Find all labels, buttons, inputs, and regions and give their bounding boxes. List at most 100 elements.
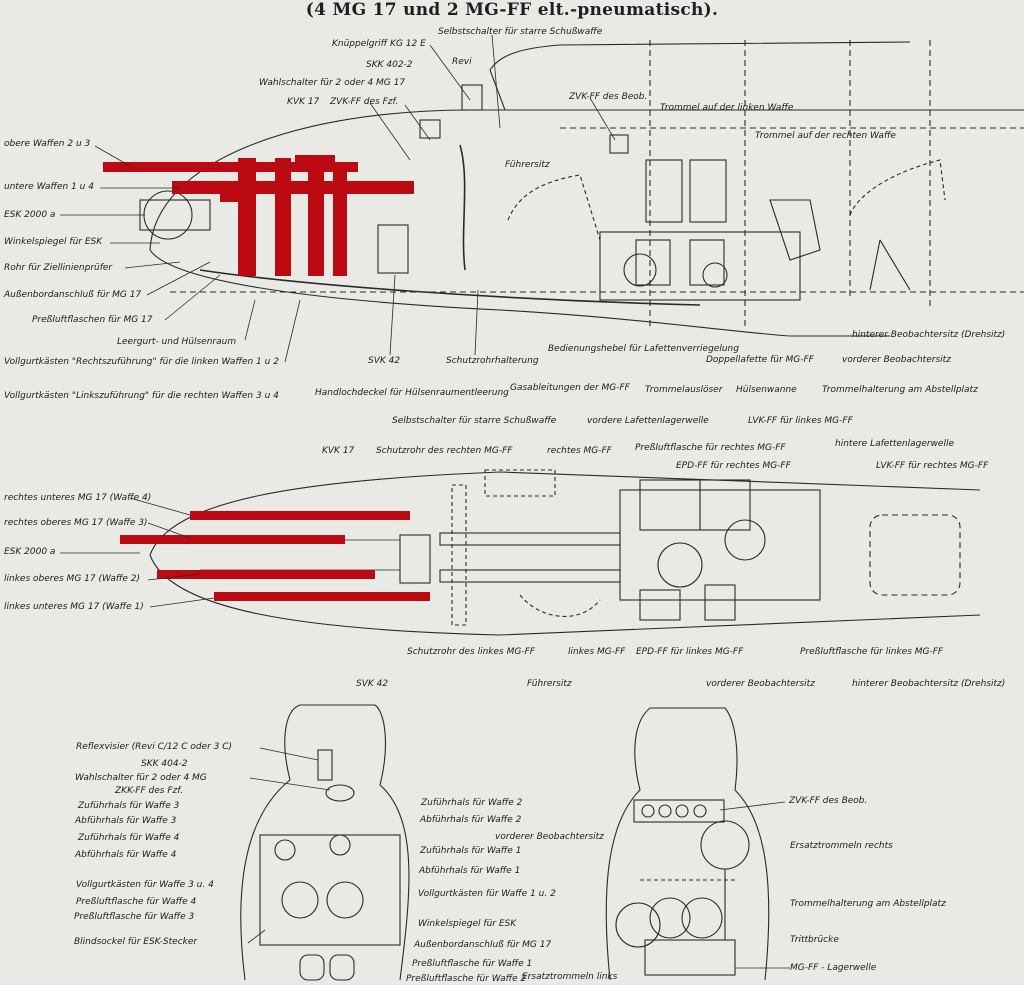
label-side-handlochdeckel: Handlochdeckel für Hülsenraumentleerung bbox=[315, 388, 509, 398]
label-side-untere-waffen: untere Waffen 1 u 4 bbox=[4, 182, 94, 192]
label-plan-vorderer-beob: vorderer Beobachtersitz bbox=[706, 679, 815, 689]
label-plan-waffe2: linkes oberes MG 17 (Waffe 2) bbox=[4, 574, 141, 584]
label-front-wahlschalter: Wahlschalter für 2 oder 4 MG bbox=[75, 773, 207, 783]
label-plan-selbstschalter: Selbstschalter für starre Schußwaffe bbox=[392, 416, 557, 426]
label-front-skk: SKK 404-2 bbox=[141, 759, 188, 769]
label-front-abfuehr3: Abführhals für Waffe 3 bbox=[75, 816, 177, 826]
label-side-rohr: Rohr für Ziellinienprüfer bbox=[4, 263, 113, 273]
label-side-trommel-rechts: Trommel auf der rechten Waffe bbox=[755, 131, 896, 141]
label-plan-kvk: KVK 17 bbox=[322, 446, 355, 456]
label-plan-esk: ESK 2000 a bbox=[4, 547, 56, 557]
label-side-fuehrersitz: Führersitz bbox=[505, 160, 550, 170]
label-rear-trommelhalterung: Trommelhalterung am Abstellplatz bbox=[790, 899, 946, 909]
label-side-kvk: KVK 17 bbox=[287, 97, 320, 107]
label-front-zufuehr2: Zuführhals für Waffe 2 bbox=[421, 798, 523, 808]
label-side-huelsenwanne: Hülsenwanne bbox=[736, 385, 797, 395]
side-fuselage-outline bbox=[149, 109, 1024, 251]
highlight-side-view bbox=[103, 155, 414, 276]
label-front-abfuehr4: Abführhals für Waffe 4 bbox=[75, 850, 177, 860]
label-plan-rechtes-mgff: rechtes MG-FF bbox=[547, 446, 612, 456]
label-plan-pressluft-rechts: Preßluftflasche für rechtes MG-FF bbox=[635, 443, 786, 453]
label-front-pressluft2: Preßluftflasche für Waffe 2 bbox=[406, 974, 527, 984]
label-side-svk: SVK 42 bbox=[368, 356, 401, 366]
label-side-hinterer-beob: hinterer Beobachtersitz (Drehsitz) bbox=[852, 330, 1006, 340]
label-plan-pressluft-links: Preßluftflasche für linkes MG-FF bbox=[800, 647, 944, 657]
label-side-skk: SKK 402-2 bbox=[366, 60, 413, 70]
side-fuselage-lower bbox=[149, 249, 890, 337]
side-upper-guns-2-3 bbox=[103, 162, 358, 172]
label-front-zufuehr3: Zuführhals für Waffe 3 bbox=[78, 801, 180, 811]
label-plan-hinterer-beob: hinterer Beobachtersitz (Drehsitz) bbox=[852, 679, 1006, 689]
label-plan-linkes-mgff: linkes MG-FF bbox=[568, 647, 626, 657]
label-plan-waffe3: rechtes oberes MG 17 (Waffe 3) bbox=[4, 518, 148, 528]
label-front-vollgurt34: Vollgurtkästen für Waffe 3 u. 4 bbox=[76, 880, 214, 890]
label-side-trommelausloeser: Trommelauslöser bbox=[645, 385, 723, 395]
front-section-outline bbox=[240, 704, 410, 981]
label-front-aussenbord: Außenbordanschluß für MG 17 bbox=[414, 940, 552, 950]
label-side-gasableitungen: Gasableitungen der MG-FF bbox=[510, 383, 630, 393]
label-side-winkelspiegel: Winkelspiegel für ESK bbox=[4, 237, 103, 247]
label-side-wahlschalter: Wahlschalter für 2 oder 4 MG 17 bbox=[259, 78, 406, 88]
label-side-obere-waffen: obere Waffen 2 u 3 bbox=[4, 139, 91, 149]
label-front-zufuehr4: Zuführhals für Waffe 4 bbox=[78, 833, 180, 843]
label-side-vollgurt-links: Vollgurtkästen "Linkszuführung" für die … bbox=[4, 391, 279, 401]
side-lower-guns-1-4 bbox=[172, 181, 414, 194]
label-rear-ersatz-rechts: Ersatztrommeln rechts bbox=[790, 841, 893, 851]
label-plan-lvk-rechts: LVK-FF für rechtes MG-FF bbox=[876, 461, 989, 471]
label-plan-waffe4: rechtes unteres MG 17 (Waffe 4) bbox=[4, 493, 152, 503]
label-side-vollgurt-rechts: Vollgurtkästen "Rechtszuführung" für die… bbox=[4, 357, 279, 367]
page-title: (4 MG 17 und 2 MG-FF elt.-pneumatisch). bbox=[305, 0, 719, 20]
label-front-reflexvisier: Reflexvisier (Revi C/12 C oder 3 C) bbox=[76, 742, 233, 752]
label-rear-trittbruecke: Trittbrücke bbox=[790, 935, 839, 945]
label-front-pressluft4: Preßluftflasche für Waffe 4 bbox=[76, 897, 197, 907]
label-front-abfuehr2: Abführhals für Waffe 2 bbox=[420, 815, 522, 825]
plan-fuselage-outline bbox=[149, 471, 981, 556]
label-rear-lagerwelle: MG-FF - Lagerwelle bbox=[790, 963, 877, 973]
side-canopy bbox=[489, 41, 911, 71]
label-side-revi: Revi bbox=[452, 57, 472, 67]
label-front-blindsockel: Blindsockel für ESK-Stecker bbox=[74, 937, 198, 947]
rear-section-outline bbox=[605, 707, 770, 981]
label-side-aussenbord: Außenbordanschluß für MG 17 bbox=[4, 290, 142, 300]
label-plan-hintere-lafette: hintere Lafettenlagerwelle bbox=[835, 439, 955, 449]
label-side-bedienungshebel: Bedienungshebel für Lafettenverriegelung bbox=[548, 344, 739, 354]
label-side-pressluft: Preßluftflaschen für MG 17 bbox=[32, 315, 153, 325]
label-plan-epd-links: EPD-FF für linkes MG-FF bbox=[636, 647, 744, 657]
label-plan-vordere-lafette: vordere Lafettenlagerwelle bbox=[587, 416, 709, 426]
plan-gun-4 bbox=[190, 511, 410, 520]
label-side-trommelhalterung: Trommelhalterung am Abstellplatz bbox=[822, 385, 978, 395]
label-side-zvk-beob: ZVK-FF des Beob. bbox=[569, 92, 648, 102]
label-front-abfuehr1: Abführhals für Waffe 1 bbox=[419, 866, 521, 876]
label-side-trommel-links: Trommel auf der linken Waffe bbox=[660, 103, 794, 113]
label-front-vollgurt12: Vollgurtkästen für Waffe 1 u. 2 bbox=[418, 889, 556, 899]
label-plan-lvk-links: LVK-FF für linkes MG-FF bbox=[748, 416, 853, 426]
label-front-pressluft1: Preßluftflasche für Waffe 1 bbox=[412, 959, 533, 969]
label-plan-schutzrohr-rechts: Schutzrohr des rechten MG-FF bbox=[376, 446, 513, 456]
label-side-doppellafette: Doppellafette für MG-FF bbox=[706, 355, 814, 365]
label-front-winkelspiegel: Winkelspiegel für ESK bbox=[418, 919, 517, 929]
label-side-esk: ESK 2000 a bbox=[4, 210, 56, 220]
label-side-zvk-fzf: ZVK-FF des Fzf. bbox=[330, 97, 399, 107]
label-side-selbstschalter: Selbstschalter für starre Schußwaffe bbox=[438, 27, 603, 37]
label-rear-ersatz-links: Ersatztrommeln links bbox=[522, 972, 618, 982]
label-rear-vorderer-beob: vorderer Beobachtersitz bbox=[495, 832, 604, 842]
label-plan-epd-rechts: EPD-FF für rechtes MG-FF bbox=[676, 461, 791, 471]
label-front-zkk: ZKK-FF des Fzf. bbox=[115, 786, 184, 796]
label-side-knueppelgriff: Knüppelgriff KG 12 E bbox=[332, 39, 426, 49]
label-front-pressluft3: Preßluftflasche für Waffe 3 bbox=[74, 912, 195, 922]
highlight-plan-view bbox=[120, 511, 430, 601]
label-front-zufuehr1: Zuführhals für Waffe 1 bbox=[420, 846, 522, 856]
label-plan-waffe1: linkes unteres MG 17 (Waffe 1) bbox=[4, 602, 144, 612]
plan-gun-2 bbox=[157, 570, 375, 579]
label-plan-svk: SVK 42 bbox=[356, 679, 389, 689]
label-side-vorderer-beob: vorderer Beobachtersitz bbox=[842, 355, 951, 365]
label-side-schutzrohrhalterung: Schutzrohrhalterung bbox=[446, 356, 539, 366]
label-plan-schutzrohr-links: Schutzrohr des linkes MG-FF bbox=[407, 647, 535, 657]
label-rear-zvk: ZVK-FF des Beob. bbox=[789, 796, 868, 806]
label-plan-fuehrersitz: Führersitz bbox=[527, 679, 572, 689]
label-side-leergurt: Leergurt- und Hülsenraum bbox=[117, 337, 237, 347]
plan-gun-3 bbox=[120, 535, 345, 544]
plan-gun-1 bbox=[214, 592, 430, 601]
